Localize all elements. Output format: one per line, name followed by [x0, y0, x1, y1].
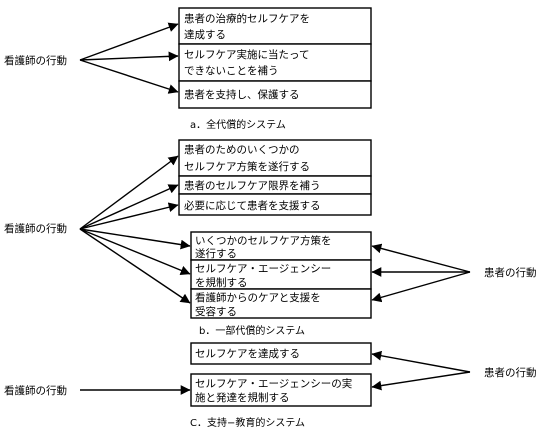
section-c: セルフケアを達成する セルフケア・エージェンシーの実 施と発達を規制する 看護師… [4, 342, 537, 429]
b-upper-1-line-2: セルフケア方策を遂行する [184, 160, 310, 173]
a-box-2-line-1: セルフケア実施に当たって [184, 48, 309, 61]
a-box-1-line-1: 患者の治療的セルフケアを [184, 12, 310, 25]
b-upper-box-1 [178, 139, 372, 177]
a-box-2 [178, 43, 372, 82]
b-nurse-arrow-1 [79, 155, 179, 230]
c-nurse-label: 看護師の行動 [4, 384, 67, 397]
c-box-2 [190, 373, 372, 407]
a-caption: a．全代償的システム [190, 118, 286, 131]
c-box-1 [190, 342, 372, 365]
a-box-3 [178, 80, 372, 109]
b-lower-2-line-2: を規制する [195, 276, 248, 289]
b-patient-arrow-1 [371, 243, 471, 273]
b-nurse-arrow-4 [79, 228, 191, 250]
c-caption: C．支持−教育的システム [190, 416, 305, 429]
c-box-2-line-1: セルフケア・エージェンシーの実 [195, 377, 353, 390]
b-lower-box-2 [190, 259, 372, 290]
a-nurse-label: 看護師の行動 [4, 54, 67, 67]
b-lower-box-1 [190, 231, 372, 261]
b-lower-2-line-1: セルフケア・エージェンシー [195, 263, 331, 275]
b-lower-3-line-2: 受容する [195, 305, 237, 318]
b-nurse-label: 看護師の行動 [4, 222, 67, 235]
a-arrow-3 [79, 59, 179, 94]
b-upper-2-line-1: 患者のセルフケア限界を補う [184, 179, 321, 192]
b-nurse-arrow-3 [79, 202, 179, 230]
c-box-1-line-1: セルフケアを達成する [195, 348, 300, 360]
b-upper-box-3 [178, 193, 372, 216]
b-upper-3-line-1: 必要に応じて患者を支援する [184, 199, 321, 212]
b-nurse-arrow-2 [79, 184, 179, 230]
b-patient-label: 患者の行動 [484, 266, 537, 279]
b-upper-1-line-1: 患者のためのいくつかの [184, 144, 300, 156]
a-box-3-line-1: 患者を支持し、保護する [184, 88, 300, 101]
section-a: 患者の治療的セルフケアを 達成する セルフケア実施に当たって できないことを補う… [4, 7, 372, 131]
section-b: 患者のためのいくつかの セルフケア方策を遂行する 患者のセルフケア限界を補う 必… [4, 139, 537, 337]
c-patient-label: 患者の行動 [484, 366, 537, 379]
a-box-1-line-2: 達成する [184, 29, 226, 41]
c-patient-arrow-1 [371, 350, 471, 373]
a-arrow-2 [79, 51, 179, 62]
a-arrow-1 [79, 22, 179, 61]
b-lower-box-3 [190, 288, 372, 319]
c-patient-arrow-2 [371, 371, 471, 391]
b-patient-arrow-3 [371, 271, 471, 303]
b-lower-1-line-1: いくつかのセルフケア方策を [195, 234, 332, 247]
b-caption: b．一部代償的システム [199, 324, 305, 337]
b-nurse-arrow-6 [79, 228, 191, 304]
c-box-2-line-2: 施と発達を規制する [195, 391, 290, 404]
b-lower-3-line-1: 看護師からのケアと支援を [195, 291, 321, 304]
b-lower-1-line-2: 遂行する [195, 247, 237, 260]
a-box-1 [178, 7, 372, 45]
b-nurse-arrow-5 [79, 228, 191, 276]
a-box-2-line-2: できないことを補う [184, 64, 279, 77]
